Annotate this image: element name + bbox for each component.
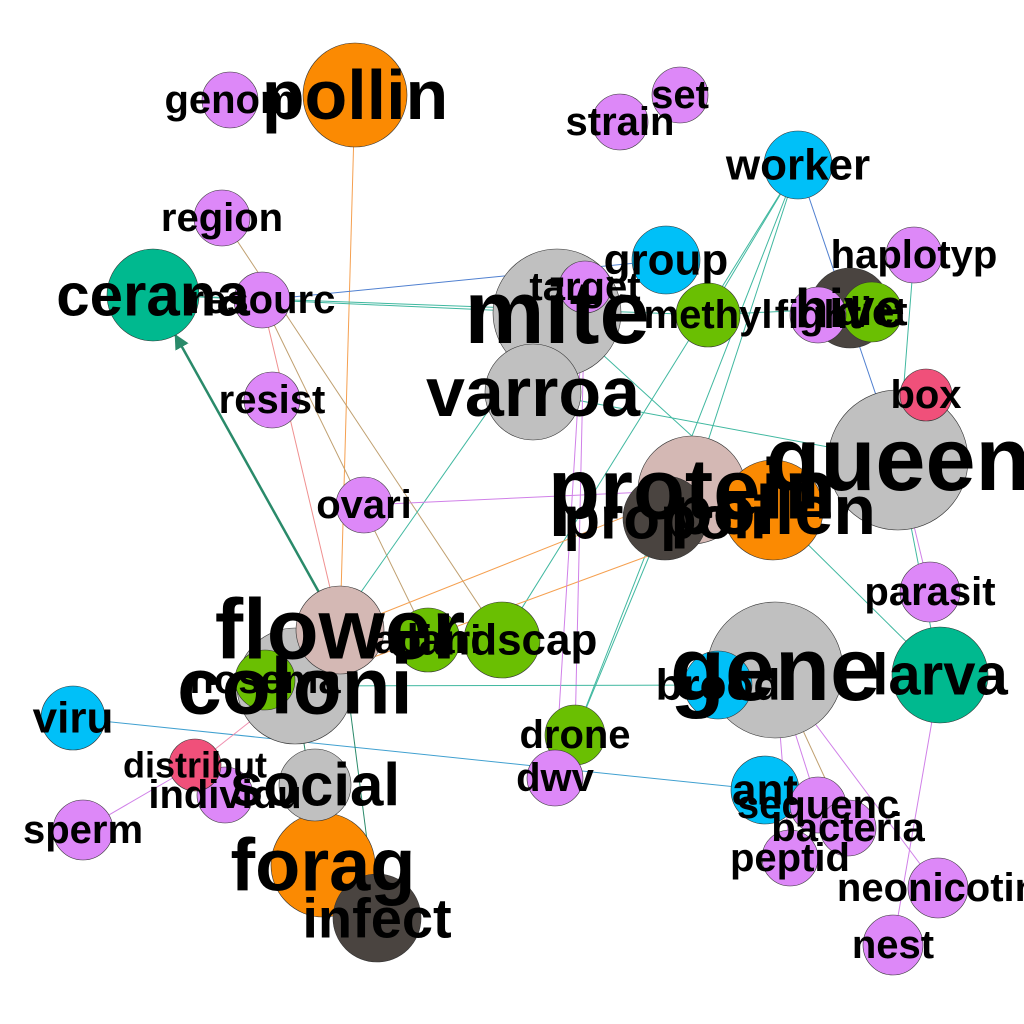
node-label-neonicotin: neonicotin [837,866,1024,910]
node-genom[interactable] [201,71,259,129]
node-label-flower: flower [215,583,465,678]
node-propoli[interactable] [622,475,708,561]
node-nosema[interactable] [234,649,296,711]
node-infect[interactable] [332,873,422,963]
node-label-dwv: dwv [516,756,595,800]
node-label-region: region [161,196,283,240]
node-strain[interactable] [591,93,649,151]
edge-worker-landscap [501,164,799,641]
node-methyl[interactable] [675,282,741,348]
node-flower[interactable] [295,585,385,675]
node-label-protein: protein [548,443,836,538]
node-label-strain: strain [566,100,675,144]
edge-resourc-flower [261,299,341,631]
node-label-individu: individu [148,773,301,817]
node-neonicotin[interactable] [907,857,969,919]
node-label-box: box [890,373,961,417]
node-peptid[interactable] [761,829,819,887]
node-group[interactable] [631,225,701,295]
node-label-distribut: distribut [123,745,267,786]
node-worker[interactable] [763,130,833,200]
node-varroa[interactable] [484,343,582,441]
node-label-ant: ant [732,766,798,815]
node-label-peptid: peptid [730,836,850,880]
edge-worker-protein [691,164,799,491]
node-label-resist: resist [219,378,326,422]
node-target[interactable] [558,260,612,314]
node-distribut[interactable] [168,738,222,792]
node-label-parasit: parasit [864,570,995,614]
edge-viru-ant [72,717,766,791]
node-nest[interactable] [862,914,924,976]
node-label-landscap: landscap [407,616,598,665]
edge-resourc-apiari [261,299,429,641]
node-label-ovari: ovari [316,483,412,527]
node-label-worker: worker [725,141,870,190]
node-bacteria[interactable] [819,799,877,857]
node-brood[interactable] [683,650,753,720]
node-dwv[interactable] [526,749,584,807]
node-label-drone: drone [519,713,630,757]
node-region[interactable] [193,189,251,247]
node-label-sperm: sperm [23,808,143,852]
node-label-diet: diet [836,290,907,334]
arrow-flower-cerana [174,333,342,631]
edge-coloni-brood [294,684,719,687]
node-resourc[interactable] [233,271,291,329]
node-ovari[interactable] [335,476,393,534]
node-resist[interactable] [243,371,301,429]
node-layer [40,42,989,976]
node-label-mite: mite [464,263,649,363]
edge-pollin-flower [339,94,356,631]
node-label-apiari: apiari [375,618,482,662]
node-label-gene: gene [670,620,880,720]
node-viru[interactable] [40,685,106,751]
node-social[interactable] [278,748,352,822]
node-label-group: group [604,236,729,285]
node-landscap[interactable] [463,601,541,679]
node-label-infect: infect [302,887,451,950]
edge-cerana-mite [152,294,558,314]
node-label-pollin: pollin [262,56,449,134]
node-label-nest: nest [852,923,934,967]
node-label-pollen: pollen [670,471,876,549]
node-label-methyl: methyl [644,293,773,337]
node-label-viru: viru [33,694,114,743]
node-box[interactable] [899,368,953,422]
node-apiari[interactable] [395,607,461,673]
node-pollin[interactable] [302,42,408,148]
node-label-sequenc: sequenc [737,783,899,827]
node-label-coloni: coloni [177,642,413,731]
node-label-haplotyp: haplotyp [831,233,998,277]
node-larva[interactable] [891,626,989,724]
node-label-fight: fight [775,293,862,337]
node-pollen[interactable] [722,459,824,561]
node-label-set: set [651,73,709,117]
node-label-hive: hive [795,277,905,339]
node-haplotyp[interactable] [885,226,943,284]
node-label-brood: brood [656,661,781,710]
node-label-propoli: propoli [563,485,766,552]
node-fight[interactable] [789,286,847,344]
node-label-bacteria: bacteria [771,806,925,850]
node-label-cerana: cerana [56,262,250,329]
node-label-nosema: nosema [189,658,341,702]
node-label-varroa: varroa [426,353,641,431]
node-label-queen: queen [765,410,1024,510]
node-queen[interactable] [827,389,969,531]
node-label-larva: larva [872,643,1008,708]
node-label-social: social [230,752,400,819]
node-parasit[interactable] [899,561,961,623]
node-label-target: target [529,265,640,309]
node-set[interactable] [651,66,709,124]
node-label-resourc: resourc [189,278,336,322]
node-cerana[interactable] [106,248,200,342]
node-label-forag: forag [231,824,416,907]
node-label-genom: genom [164,78,295,122]
node-sperm[interactable] [52,799,114,861]
